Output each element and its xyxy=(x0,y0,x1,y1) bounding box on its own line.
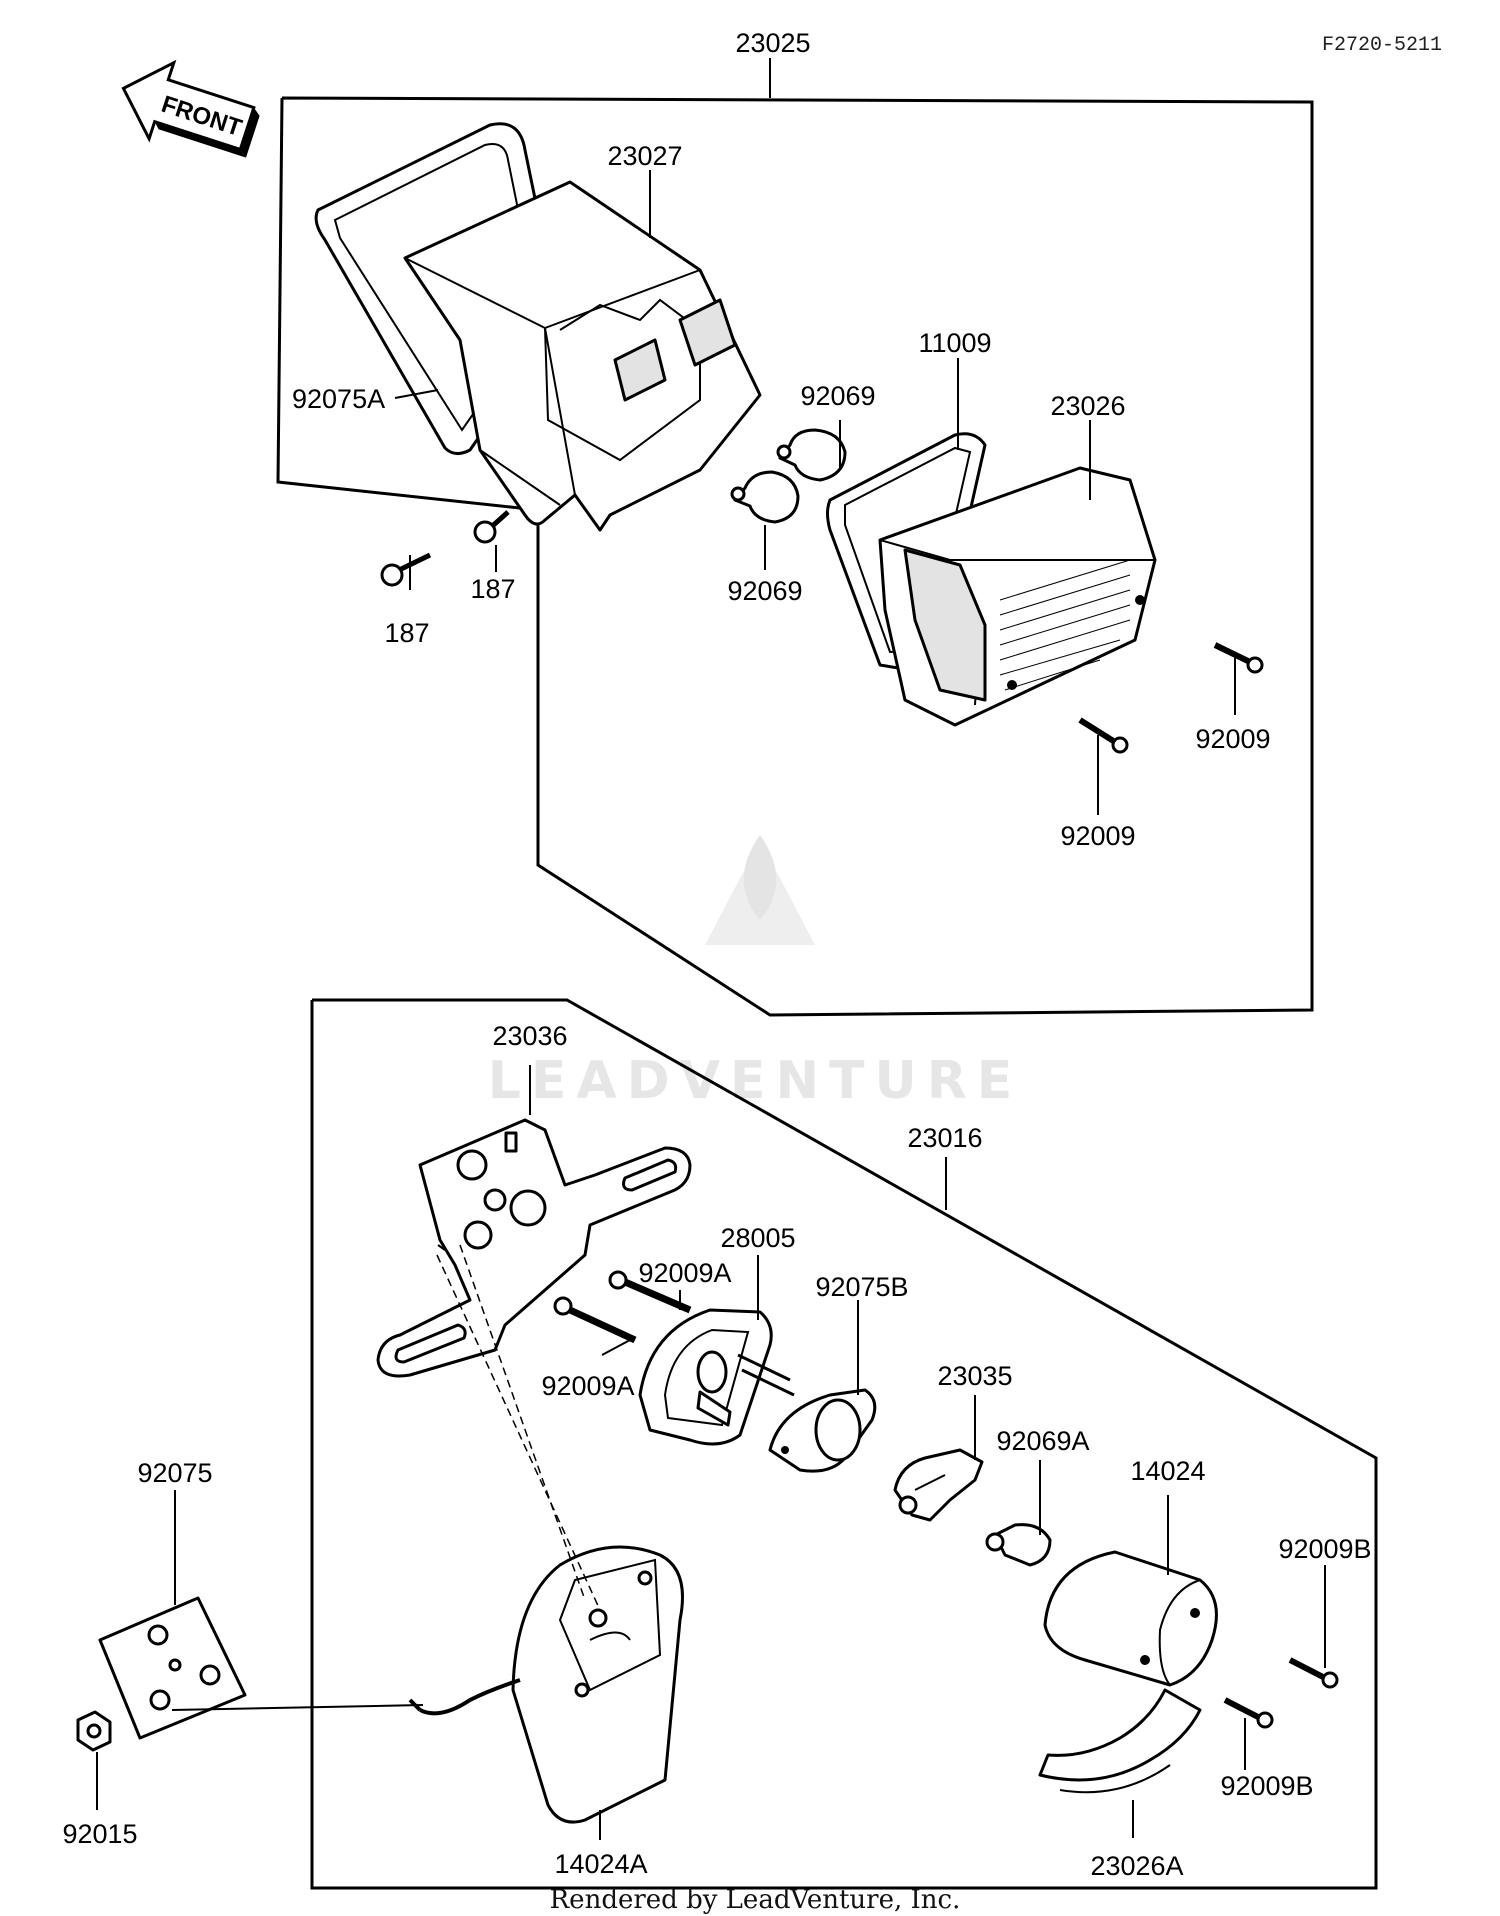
label-92009-right: 92009 xyxy=(1195,724,1270,754)
lens-14024 xyxy=(1043,1550,1218,1687)
label-187-left: 187 xyxy=(384,618,429,648)
label-23035: 23035 xyxy=(937,1361,1012,1391)
bolt-187-left xyxy=(380,552,432,587)
label-187-right: 187 xyxy=(470,574,515,604)
label-23027: 23027 xyxy=(607,141,682,171)
label-14024A: 14024A xyxy=(554,1849,647,1879)
label-92009-lower: 92009 xyxy=(1060,821,1135,851)
label-92069A: 92069A xyxy=(996,1426,1089,1456)
watermark-text: LEADVENTURE xyxy=(488,1051,1023,1111)
label-92015: 92015 xyxy=(62,1819,137,1849)
label-23036: 23036 xyxy=(492,1021,567,1051)
mount-28005 xyxy=(638,1308,795,1446)
upper-leaders xyxy=(394,170,1236,815)
cover-23026A xyxy=(1038,1688,1202,1794)
screw-92009A-lower xyxy=(553,1296,637,1344)
footer-credit: Rendered by LeadVenture, Inc. xyxy=(550,1885,961,1915)
screw-92009B-upper xyxy=(1288,1657,1339,1689)
screw-92009-right xyxy=(1213,642,1264,674)
label-92009A-upper: 92009A xyxy=(638,1258,731,1288)
bulb-92069-lower xyxy=(730,470,800,524)
lamp-housing-14024A xyxy=(408,1545,684,1824)
lower-leaders xyxy=(96,1065,1326,1840)
gasket-92075B xyxy=(768,1388,877,1473)
plate-92075 xyxy=(98,1596,247,1740)
label-92075B: 92075B xyxy=(815,1272,908,1302)
label-28005: 28005 xyxy=(720,1223,795,1253)
leadventure-watermark: LEADVENTURE xyxy=(488,835,1023,1111)
lens-pattern xyxy=(999,559,1131,691)
lower-assembly-frame xyxy=(310,998,1378,1890)
reference-code: F2720-5211 xyxy=(1322,34,1442,57)
license-bracket-23036 xyxy=(376,1118,692,1378)
part-labels: 23025 23027 92075A 187 187 11009 92069 9… xyxy=(62,28,1371,1881)
label-92075A: 92075A xyxy=(292,384,385,414)
label-92069-lower: 92069 xyxy=(727,576,802,606)
socket-23035 xyxy=(893,1448,984,1522)
tail-housing-23027 xyxy=(403,180,762,532)
label-92009B-lower: 92009B xyxy=(1220,1771,1313,1801)
nut-92015 xyxy=(76,1710,112,1752)
label-92069-upper: 92069 xyxy=(800,381,875,411)
label-92075: 92075 xyxy=(137,1458,212,1488)
tail-lens-23026 xyxy=(878,466,1157,727)
label-23016: 23016 xyxy=(907,1123,982,1153)
label-23025: 23025 xyxy=(735,28,810,58)
label-11009: 11009 xyxy=(918,328,991,358)
label-92009B-upper: 92009B xyxy=(1278,1534,1371,1564)
front-arrow-icon: FRONT xyxy=(121,59,260,158)
label-23026: 23026 xyxy=(1050,391,1125,421)
bulb-92069-upper xyxy=(776,428,847,482)
label-92009A-lower: 92009A xyxy=(541,1371,634,1401)
label-23026A: 23026A xyxy=(1090,1851,1183,1881)
upper-assembly-frame xyxy=(276,96,1314,1017)
screw-92009-lower xyxy=(1078,717,1129,754)
screw-92009B-lower xyxy=(1223,1697,1274,1729)
bolt-187-right xyxy=(473,510,510,544)
bulb-92069A xyxy=(985,1523,1052,1567)
label-14024: 14024 xyxy=(1130,1456,1205,1486)
